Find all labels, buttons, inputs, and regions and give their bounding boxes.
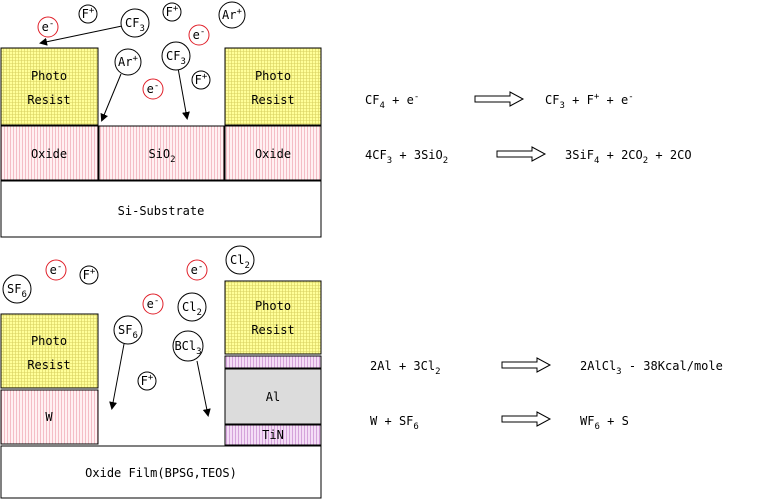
sio2-label: SiO2 [148, 147, 175, 165]
svg-text:Ar+: Ar+ [118, 54, 138, 69]
tin-layer [224, 424, 322, 446]
equation-1-rhs: CF3 + F+ + e- [545, 92, 634, 111]
arrow-cf3-top [39, 25, 123, 46]
si-substrate [0, 180, 322, 238]
species-f-plus-1: F+ [78, 4, 98, 24]
species-cf3-1: CF3 [120, 8, 150, 38]
species-e-3: e- [142, 78, 164, 100]
equation-3: 2Al + 3Cl2 2AlCl3 - 38Kcal/mole [370, 357, 723, 377]
species-sf6-2: SF6 [113, 315, 143, 345]
species-ar-plus-2: Ar+ [114, 48, 142, 76]
equation-2-rhs: 3SiF4 + 2CO2 + 2CO [565, 148, 692, 166]
photoresist-right [224, 47, 322, 126]
svg-text:SF6: SF6 [7, 282, 27, 300]
oxide-left [0, 125, 99, 181]
oxide-right [224, 125, 322, 181]
tungsten-label: W [45, 410, 53, 424]
arrow-sf6-down [109, 343, 125, 410]
reaction-equations: CF4 + e- CF3 + F+ + e- 4CF3 + 3SiO2 3SiF… [365, 91, 723, 432]
species-sf6-1: SF6 [2, 274, 32, 304]
photoresist-w [0, 313, 99, 389]
equation-1: CF4 + e- CF3 + F+ + e- [365, 91, 634, 111]
svg-text:Ar+: Ar+ [222, 7, 242, 22]
species-cf3-2: CF3 [161, 41, 191, 71]
equation-3-arrow [501, 357, 552, 373]
svg-text:CF3: CF3 [166, 49, 186, 67]
equation-3-rhs: 2AlCl3 - 38Kcal/mole [580, 359, 723, 377]
equation-1-arrow [474, 91, 525, 107]
equation-2-arrow [496, 146, 547, 162]
svg-text:F+: F+ [141, 373, 154, 388]
equation-4-rhs: WF6 + S [580, 414, 629, 432]
equation-2-lhs: 4CF3 + 3SiO2 [365, 148, 448, 166]
aluminum-layer [224, 368, 322, 425]
svg-text:e-: e- [147, 296, 160, 311]
svg-text:e-: e- [42, 19, 55, 34]
svg-text:CF3: CF3 [125, 16, 145, 34]
svg-text:e-: e- [193, 27, 206, 42]
arrow-ar-left [100, 73, 122, 122]
equation-4-lhs: W + SF6 [370, 414, 419, 432]
photoresist-al [224, 280, 322, 355]
species-e-5: e- [186, 259, 208, 281]
species-ar-plus-1: Ar+ [218, 1, 246, 29]
svg-text:BCl3: BCl3 [174, 339, 201, 357]
photoresist-left [0, 47, 99, 126]
species-e-6: e- [142, 293, 164, 315]
oxide-film-label: Oxide Film(BPSG,TEOS) [85, 466, 237, 480]
sio2-region [98, 125, 225, 181]
species-f-plus-2: F+ [162, 2, 182, 22]
svg-text:e-: e- [50, 262, 63, 277]
species-e-2: e- [188, 24, 210, 46]
species-f-plus-5: F+ [137, 371, 157, 391]
species-bcl3: BCl3 [172, 330, 204, 362]
equation-4-arrow [501, 411, 552, 427]
arrow-cf3-down [177, 67, 190, 120]
oxide-left-label: Oxide [31, 147, 67, 161]
svg-text:e-: e- [147, 81, 160, 96]
svg-text:F+: F+ [83, 267, 96, 282]
svg-text:Cl2: Cl2 [230, 253, 250, 271]
species-cl2-2: Cl2 [177, 292, 207, 322]
species-e-1: e- [37, 16, 59, 38]
tin-label: TiN [262, 428, 284, 442]
equation-1-lhs: CF4 + e- [365, 92, 419, 111]
svg-text:SF6: SF6 [118, 323, 138, 341]
svg-text:F+: F+ [82, 6, 95, 21]
svg-text:F+: F+ [195, 72, 208, 87]
species-f-plus-4: F+ [79, 265, 99, 285]
equation-2: 4CF3 + 3SiO2 3SiF4 + 2CO2 + 2CO [365, 146, 692, 166]
equation-4: W + SF6 WF6 + S [370, 411, 629, 432]
svg-text:e-: e- [191, 262, 204, 277]
si-substrate-label: Si-Substrate [118, 204, 205, 218]
svg-text:Cl2: Cl2 [182, 300, 202, 318]
tin-cap [224, 355, 322, 369]
species-cl2-1: Cl2 [225, 245, 255, 275]
aluminum-label: Al [266, 390, 280, 404]
oxide-film [0, 445, 322, 499]
svg-text:F+: F+ [166, 4, 179, 19]
arrow-bcl3-down [196, 360, 211, 417]
species-f-plus-3: F+ [191, 70, 211, 90]
equation-3-lhs: 2Al + 3Cl2 [370, 359, 441, 377]
oxide-right-label: Oxide [255, 147, 291, 161]
species-e-4: e- [45, 259, 67, 281]
tungsten-layer [0, 389, 99, 445]
